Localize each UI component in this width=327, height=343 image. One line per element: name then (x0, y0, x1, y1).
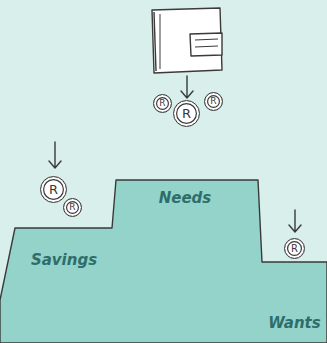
coin: R (204, 92, 223, 111)
coin: R (284, 238, 305, 259)
step-label: Wants (268, 314, 320, 332)
wallet (152, 8, 222, 73)
currency-symbol: R (159, 99, 165, 108)
staircase (0, 180, 327, 343)
currency-symbol: R (49, 183, 58, 196)
budget-step: Wants (262, 310, 327, 336)
down-arrows (49, 76, 301, 232)
coin: R (153, 94, 172, 113)
step-label: Needs (159, 189, 212, 207)
coin: R (173, 100, 200, 127)
currency-symbol: R (69, 203, 75, 212)
coin: R (40, 176, 67, 203)
budget-step: Needs (130, 186, 240, 210)
currency-symbol: R (291, 244, 298, 254)
currency-symbol: R (182, 107, 191, 120)
step-label: Savings (31, 251, 97, 269)
budget-step: Savings (14, 248, 114, 272)
coin: R (63, 198, 82, 217)
currency-symbol: R (210, 97, 216, 106)
